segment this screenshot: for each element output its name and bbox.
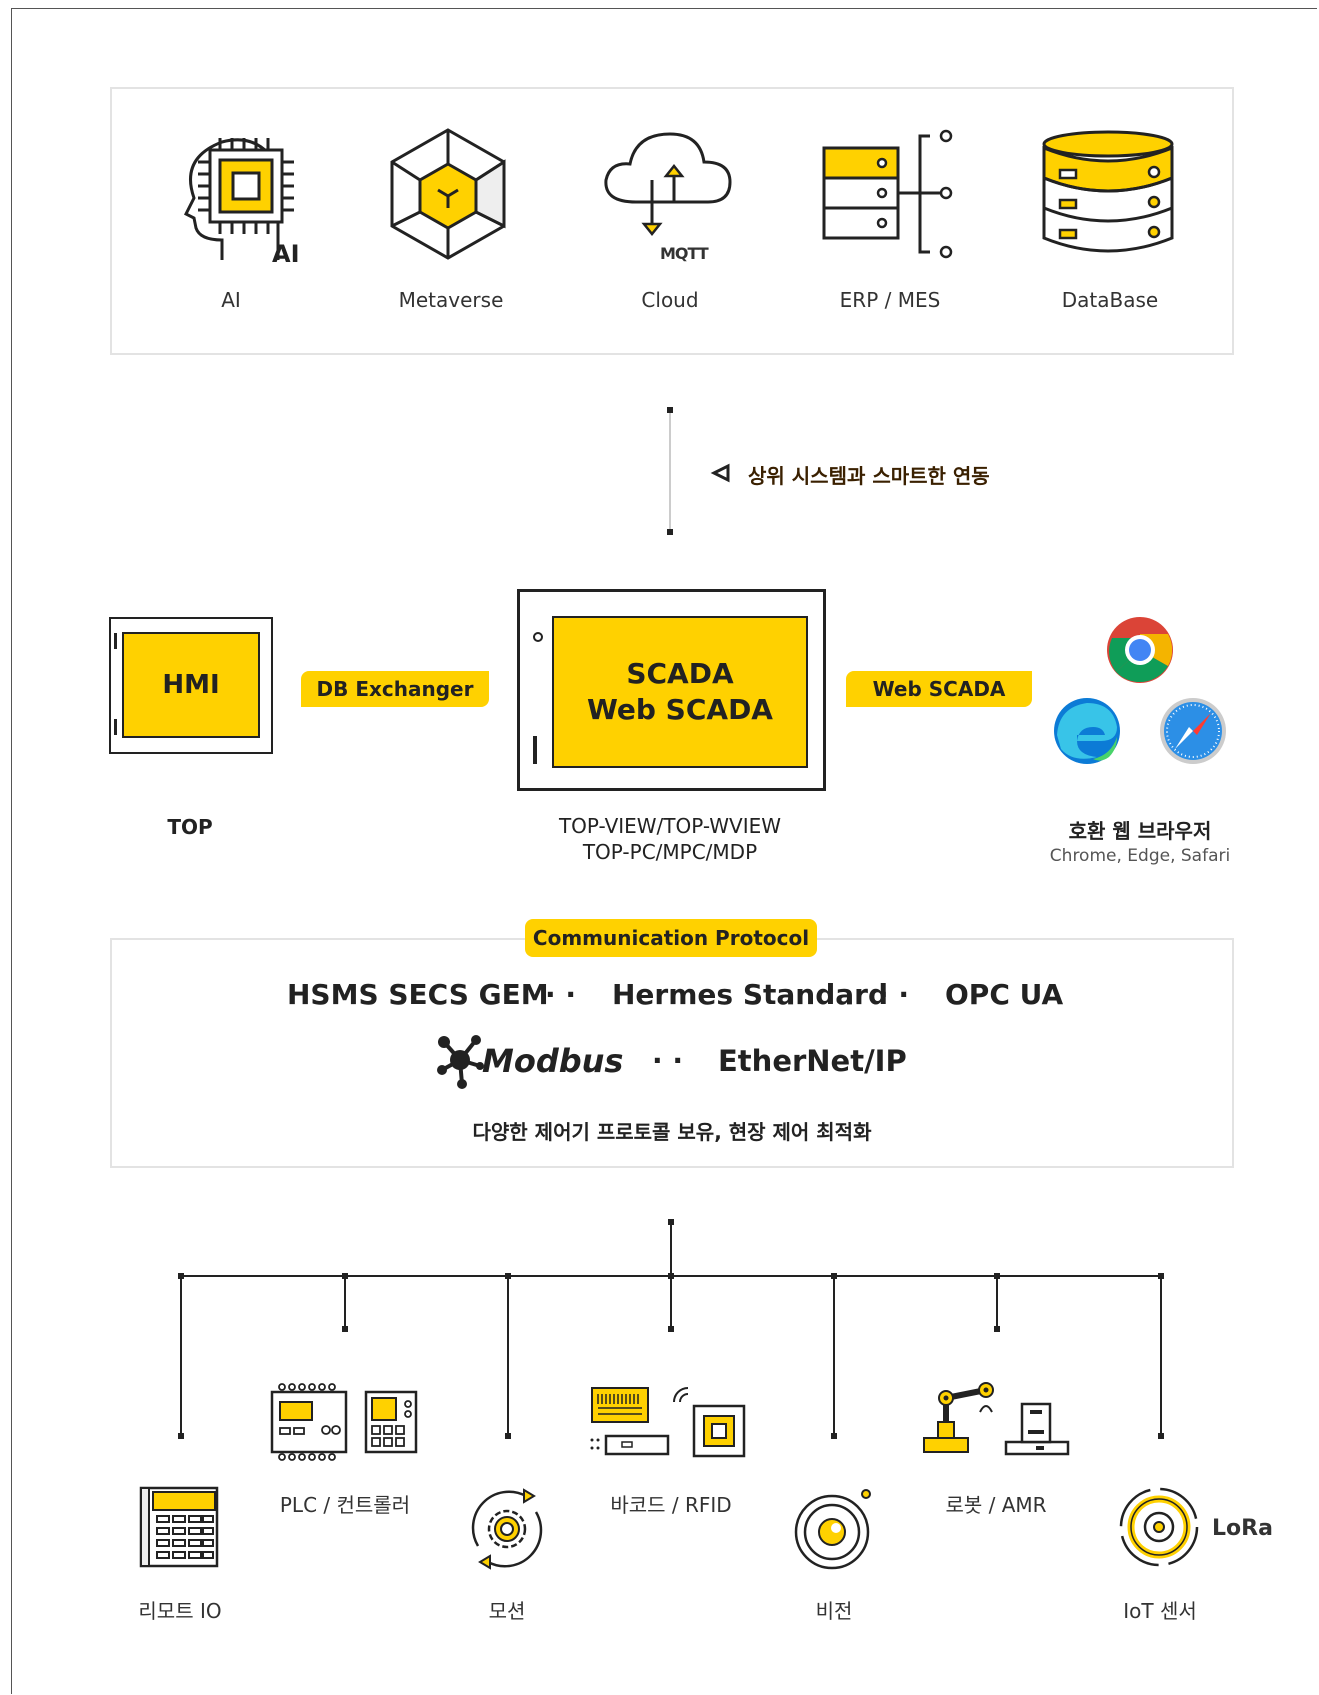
protocol-hermes: Hermes Standard	[612, 978, 888, 1011]
remote-io-icon	[139, 1486, 219, 1568]
scada-side-bar	[533, 736, 537, 764]
protocol-ethernetip: EtherNet/IP	[718, 1044, 907, 1078]
safari-icon	[1160, 698, 1226, 764]
protocol-caption: 다양한 제어기 프로토콜 보유, 현장 제어 최적화	[472, 1120, 872, 1144]
top-systems-panel	[110, 87, 1234, 355]
browser-caption: 호환 웹 브라우저	[1068, 819, 1212, 843]
hmi-caption: TOP	[167, 815, 213, 839]
protocol-separator: · ·	[545, 978, 577, 1011]
server-rack-icon	[822, 129, 953, 259]
top-system-label-cloud: Cloud	[641, 288, 699, 312]
protocol-hsms: HSMS SECS GEM	[287, 978, 549, 1011]
field-label-robot-amr: 로봇 / AMR	[945, 1493, 1047, 1517]
scada-screen-line1: SCADA	[626, 657, 734, 690]
hmi-screen-label: HMI	[162, 670, 220, 700]
field-label-barcode-rfid: 바코드 / RFID	[610, 1493, 732, 1517]
database-icon	[1042, 130, 1174, 253]
hmi-screen: HMI	[122, 632, 260, 738]
field-label-plc: PLC / 컨트롤러	[279, 1493, 411, 1517]
db-exchanger-pill: DB Exchanger	[301, 671, 489, 707]
iot-sensor-icon	[1119, 1487, 1199, 1567]
field-label-iot-sensor: IoT 센서	[1123, 1599, 1197, 1623]
field-label-vision: 비전	[815, 1599, 853, 1623]
barcode-rfid-icon	[590, 1387, 746, 1458]
scada-screen: SCADA Web SCADA	[552, 616, 808, 768]
scada-caption-line1: TOP-VIEW/TOP-WVIEW	[558, 814, 782, 838]
ai-badge: AI	[272, 240, 300, 268]
protocol-tag: Communication Protocol	[525, 919, 817, 957]
edge-icon	[1054, 698, 1120, 764]
modbus-logo-icon	[437, 1035, 484, 1089]
web-scada-pill: Web SCADA	[846, 671, 1032, 707]
cloud-mqtt-icon	[604, 132, 732, 237]
top-system-label-ai: AI	[221, 288, 241, 312]
link-caption: 상위 시스템과 스마트한 연동	[748, 464, 990, 488]
top-system-label-database: DataBase	[1061, 288, 1159, 312]
left-arrow-icon	[710, 463, 730, 483]
field-bus-tree	[178, 1219, 1164, 1439]
protocol-separator: · ·	[652, 1044, 684, 1077]
hmi-device: HMI	[109, 617, 273, 754]
scada-device: SCADA Web SCADA	[517, 589, 826, 791]
chrome-icon	[1107, 617, 1173, 683]
scada-screen-line2: Web SCADA	[587, 693, 773, 726]
plc-controller-icon	[270, 1383, 418, 1461]
motion-gear-icon	[471, 1488, 543, 1570]
hmi-side-button	[114, 719, 117, 735]
vision-camera-icon	[794, 1489, 871, 1570]
ai-head-chip-icon	[183, 138, 294, 260]
protocol-separator: · ·	[878, 978, 910, 1011]
protocol-opcua: OPC UA	[945, 978, 1064, 1011]
scada-power-icon	[533, 632, 543, 642]
hmi-side-button	[114, 633, 117, 649]
robot-amr-icon	[923, 1382, 1070, 1456]
page-frame	[11, 8, 1317, 1694]
top-system-label-erp-mes: ERP / MES	[839, 288, 941, 312]
protocol-modbus: Modbus	[482, 1042, 624, 1080]
scada-caption-line2: TOP-PC/MPC/MDP	[582, 840, 758, 864]
top-system-label-metaverse: Metaverse	[398, 288, 504, 312]
metaverse-cube-icon	[390, 128, 506, 260]
upper-link-connector	[667, 407, 673, 535]
mqtt-badge: MQTT	[660, 244, 709, 263]
lora-badge: LoRa	[1212, 1516, 1273, 1541]
field-label-motion: 모션	[488, 1599, 526, 1623]
field-label-remote-io: 리모트 IO	[138, 1599, 222, 1623]
browser-subcaption: Chrome, Edge, Safari	[1049, 846, 1231, 866]
